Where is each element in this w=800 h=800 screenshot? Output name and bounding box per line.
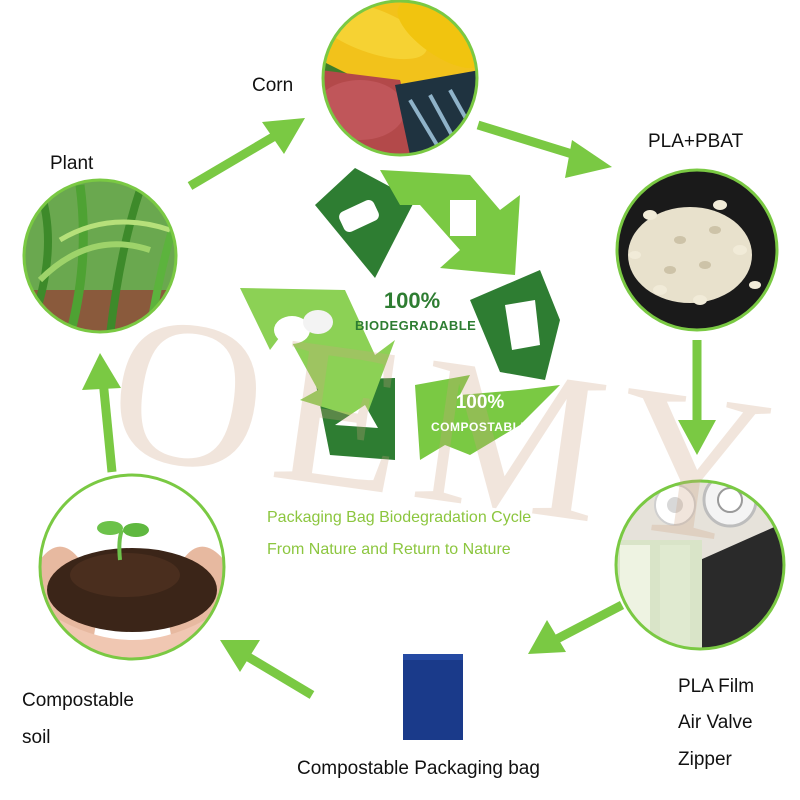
compostable-bag-image: [403, 654, 463, 740]
plant-image: [22, 178, 178, 334]
label-compostable-soil-line2: soil: [22, 727, 51, 748]
arrow-corn-to-pla: [476, 120, 612, 178]
label-air-valve: Air Valve: [678, 712, 753, 733]
compostable-percent: 100%: [455, 392, 505, 413]
arrow-film-to-bag: [528, 601, 625, 654]
arrow-soil-to-plant: [82, 353, 121, 473]
label-plant: Plant: [50, 153, 94, 174]
label-compostable-packaging-bag: Compostable Packaging bag: [297, 758, 540, 779]
soil-image: [38, 473, 226, 661]
pla-pellets-image: [615, 168, 779, 332]
compostable-label: COMPOSTABLE: [431, 420, 529, 434]
recycle-symbol: [240, 168, 560, 460]
label-corn: Corn: [252, 75, 294, 96]
pla-film-image: [614, 479, 786, 651]
arrow-plant-to-corn: [187, 118, 305, 190]
caption-line-1: Packaging Bag Biodegradation Cycle: [267, 509, 532, 526]
caption-line-2: From Nature and Return to Nature: [267, 541, 511, 558]
arrow-bag-to-soil: [220, 640, 315, 699]
corn-image: [321, 0, 479, 157]
biodegradable-percent: 100%: [383, 288, 441, 313]
label-zipper: Zipper: [678, 749, 732, 770]
label-pla-film: PLA Film: [678, 676, 755, 697]
label-pla-pbat: PLA+PBAT: [648, 131, 744, 152]
biodegradable-label: BIODEGRADABLE: [355, 318, 477, 333]
label-compostable-soil-line1: Compostable: [22, 690, 134, 711]
arrow-pla-to-film: [678, 340, 716, 455]
